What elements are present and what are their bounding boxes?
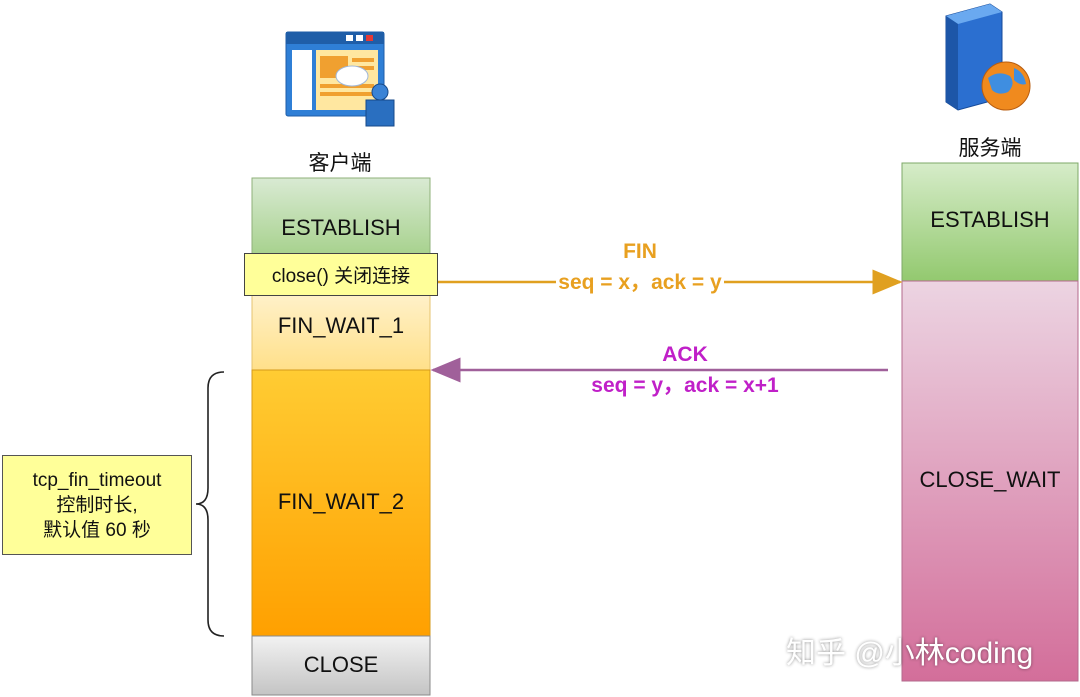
fin-title: FIN <box>623 240 657 263</box>
server-close-wait-box <box>901 280 1079 682</box>
client-state-fin-wait-2: FIN_WAIT_2 <box>277 489 405 514</box>
watermark: 知乎 @小林coding <box>786 637 1034 670</box>
timeout-brace <box>195 371 225 637</box>
close-call-box: close() 关闭连接 <box>244 253 438 296</box>
ack-title: ACK <box>662 343 708 366</box>
server-label: 服务端 <box>958 137 1022 160</box>
client-computer-icon <box>285 31 395 127</box>
client-state-fin-wait-1: FIN_WAIT_1 <box>277 313 405 338</box>
server-state-establish: ESTABLISH <box>930 207 1050 232</box>
timeout-note: tcp_fin_timeout 控制时长, 默认值 60 秒 <box>2 455 192 555</box>
client-state-close: CLOSE <box>303 652 379 677</box>
note-line-1: tcp_fin_timeout <box>32 469 162 491</box>
ack-detail: seq = y，ack = x+1 <box>591 374 779 397</box>
client-fin-wait-2-box <box>251 369 431 637</box>
client-close-box <box>251 635 431 696</box>
note-line-3: 默认值 60 秒 <box>43 519 151 541</box>
ack-message-label: ACK seq = y，ack = x+1 <box>560 339 810 401</box>
client-state-establish: ESTABLISH <box>281 215 401 240</box>
fin-message-label: FIN seq = x，ack = y <box>520 236 760 298</box>
server-state-close-wait: CLOSE_WAIT <box>919 467 1061 492</box>
fin-detail: seq = x，ack = y <box>556 267 724 298</box>
client-label: 客户端 <box>308 152 372 175</box>
server-globe-icon <box>945 3 1031 111</box>
server-establish-box <box>901 162 1079 282</box>
note-line-2: 控制时长, <box>56 494 138 516</box>
